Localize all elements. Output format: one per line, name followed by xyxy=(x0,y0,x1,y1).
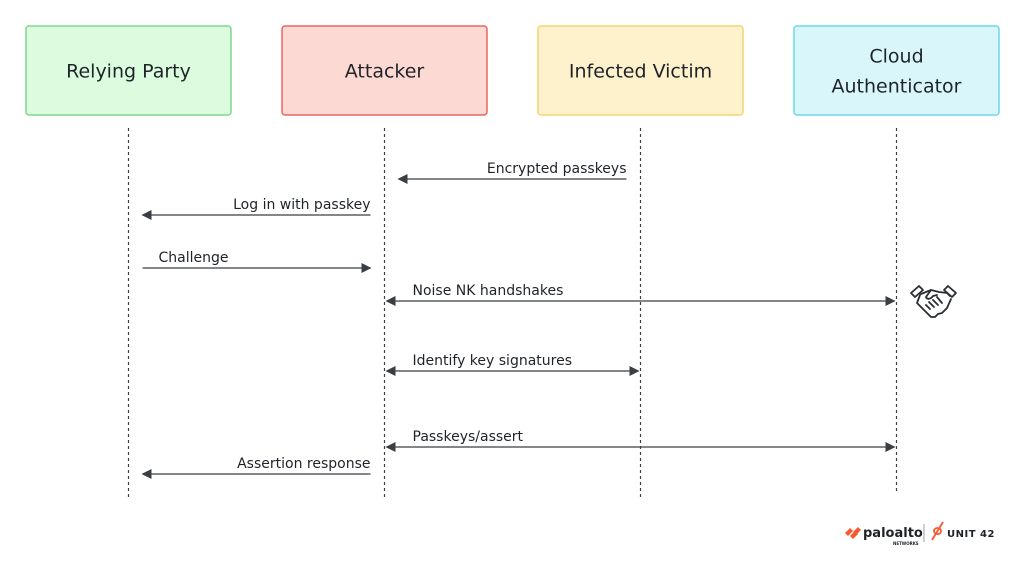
participant-box xyxy=(537,25,744,116)
message-label: Challenge xyxy=(159,250,229,266)
product-name: UNIT 42 xyxy=(947,529,995,540)
message-log-in-with-passkey: Log in with passkey xyxy=(141,197,371,220)
participant-box xyxy=(281,25,488,116)
message-passkeys-assert: Passkeys/assert xyxy=(385,429,896,452)
message-label: Log in with passkey xyxy=(233,197,370,213)
unit42-mark-icon xyxy=(931,521,944,541)
message-label: Encrypted passkeys xyxy=(487,161,627,177)
participant-label: Infected Victim xyxy=(569,61,712,83)
participant-attacker: Attacker xyxy=(281,25,488,116)
participant-label: Cloud xyxy=(869,46,923,68)
participant-box xyxy=(25,25,232,116)
message-label: Identify key signatures xyxy=(413,353,573,369)
participant-label: Authenticator xyxy=(832,76,962,98)
message-label: Passkeys/assert xyxy=(413,429,524,445)
message-label: Noise NK handshakes xyxy=(413,283,564,299)
brand-logo: paloalto NETWORKS UNIT 42 xyxy=(845,521,995,546)
participant-box xyxy=(793,25,1000,116)
handshake-icon xyxy=(910,285,957,318)
message-assertion-response: Assertion response xyxy=(141,456,371,479)
participant-label: Relying Party xyxy=(66,61,191,83)
message-noise-nk-handshakes: Noise NK handshakes xyxy=(385,283,896,306)
message-encrypted-passkeys: Encrypted passkeys xyxy=(397,161,627,184)
brand-name: paloalto xyxy=(863,526,923,541)
participant-infected-victim: Infected Victim xyxy=(537,25,744,116)
participant-relying-party: Relying Party xyxy=(25,25,232,116)
message-identify-key-signatures: Identify key signatures xyxy=(385,353,640,376)
message-challenge: Challenge xyxy=(142,250,372,273)
paloalto-mark-icon xyxy=(845,527,861,539)
brand-subtitle: NETWORKS xyxy=(893,541,919,546)
message-label: Assertion response xyxy=(237,456,370,472)
participant-label: Attacker xyxy=(345,61,425,83)
